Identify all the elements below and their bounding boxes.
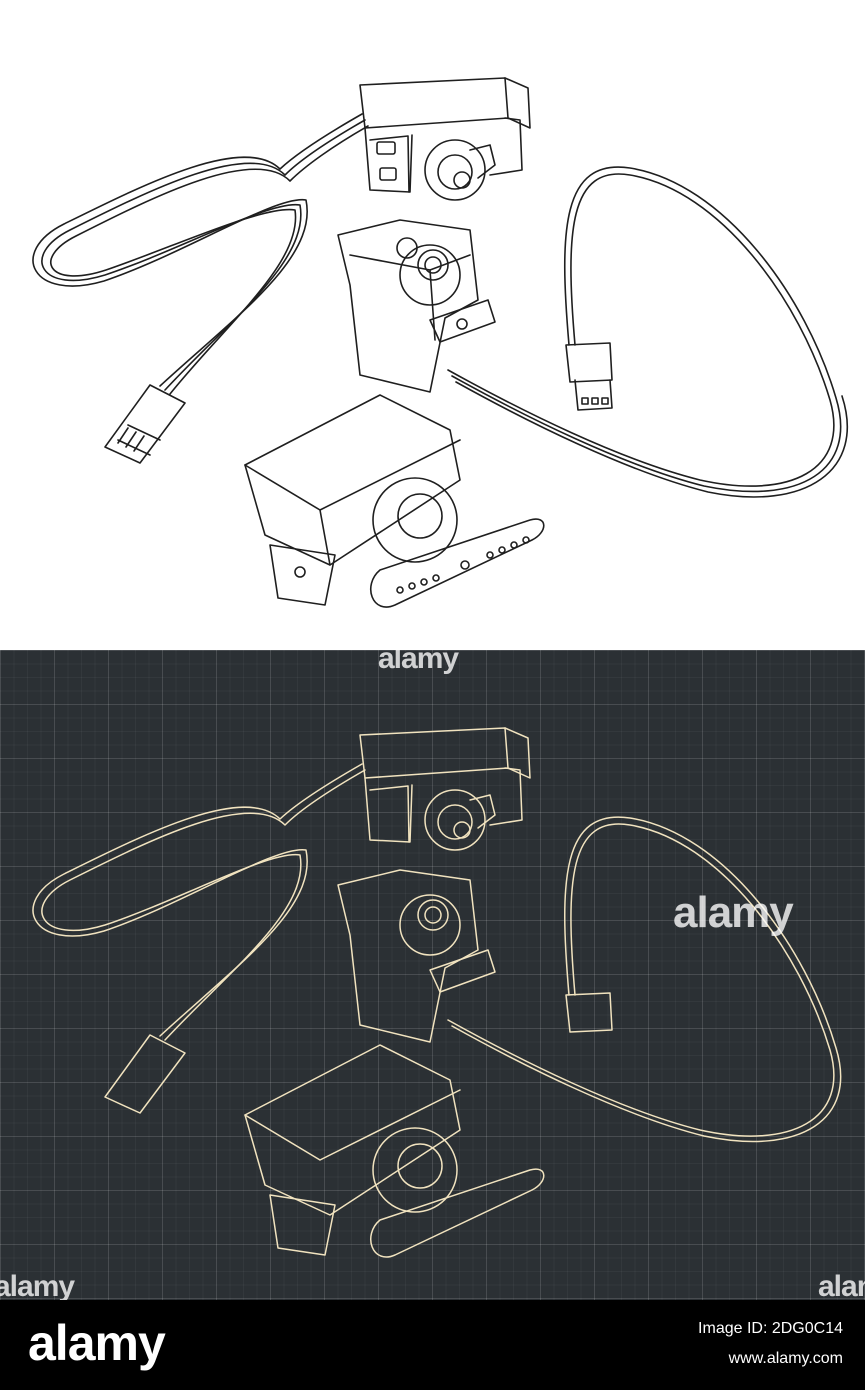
alamy-footer: alamy Image ID: 2DG0C14 www.alamy.com <box>0 1300 865 1390</box>
servo-drawing-dark <box>32 727 842 1258</box>
watermark-top: alamy <box>378 650 459 675</box>
watermark-right-edge: alamy <box>818 1270 865 1300</box>
servo-line-art-dark <box>32 727 842 1258</box>
alamy-logo: alamy <box>28 1315 166 1371</box>
image-id-label: Image ID: 2DG0C14 <box>698 1320 843 1337</box>
site-url: www.alamy.com <box>728 1350 843 1367</box>
watermark-left-edge: alamy <box>0 1270 75 1300</box>
servo-drawing-light <box>32 77 849 608</box>
servo-line-art-light <box>32 77 849 608</box>
light-blueprint-panel <box>0 0 865 650</box>
dark-blueprint-panel: alamy alamy alamy alamy <box>0 650 865 1300</box>
watermark-middle: alamy <box>673 888 794 937</box>
